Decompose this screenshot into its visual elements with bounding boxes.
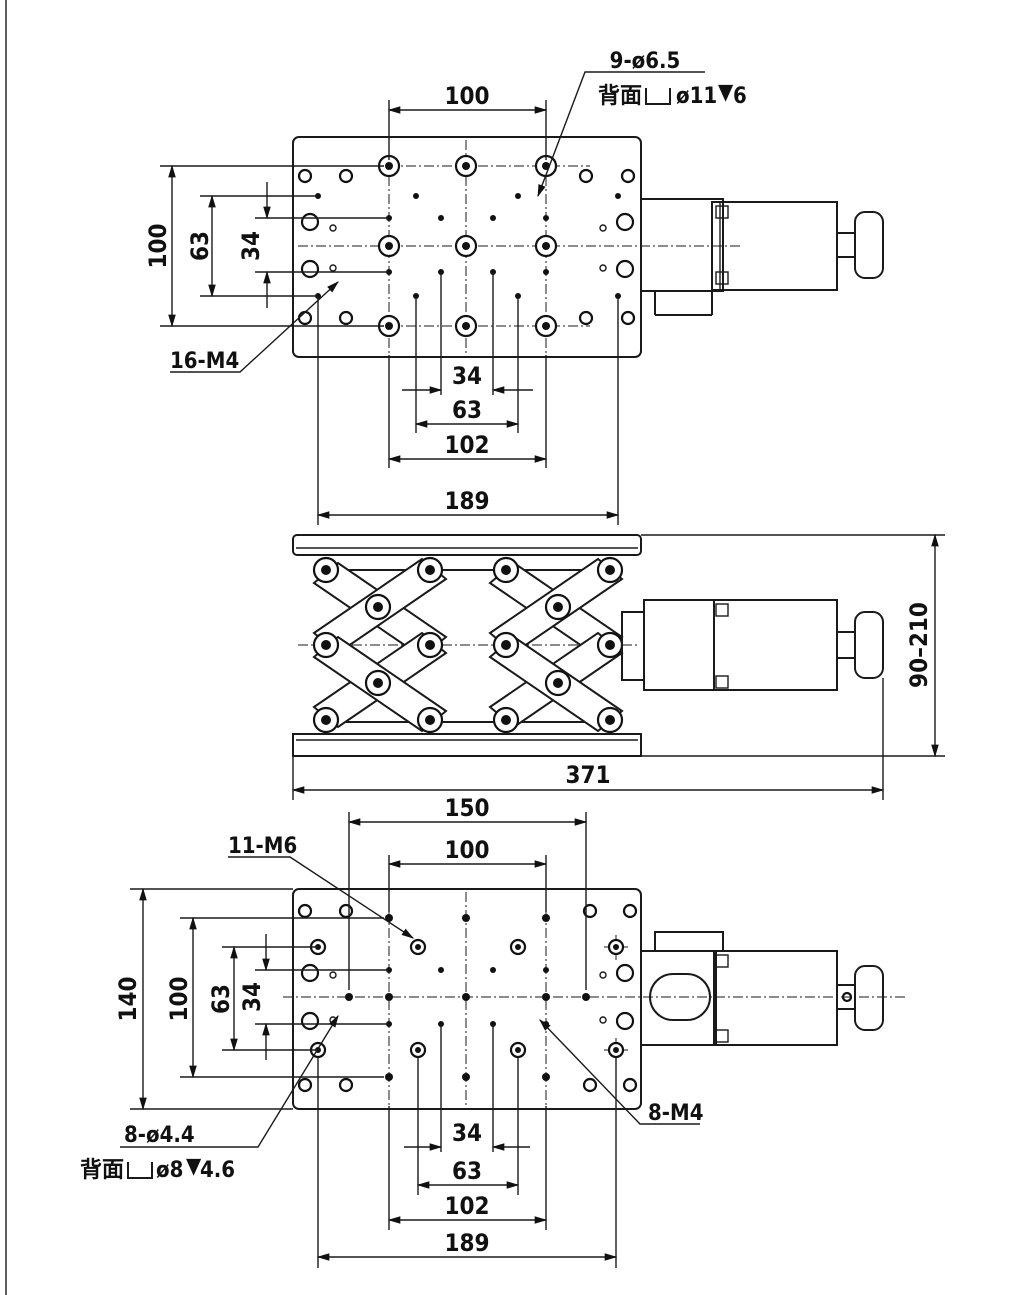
dim-bottom-bottom-63: 63 [452, 1157, 482, 1185]
dim-side-height-range: 90–210 [905, 602, 933, 688]
depth-symbol: ▼ [718, 80, 734, 105]
bottom-hole-note-dia: ø8 [156, 1158, 183, 1183]
bottom-hole-note-prefix: 背面 [80, 1158, 124, 1183]
dim-bottom-width-100: 100 [444, 836, 489, 864]
top-knob-hub [836, 232, 856, 258]
top-thread-note: 16-M4 [170, 349, 239, 374]
top-hole-note-depth: 6 [733, 84, 747, 109]
dim-bottom-height-34: 34 [238, 982, 266, 1012]
top-hole-note-prefix: 背面 [598, 84, 642, 109]
dim-bottom-overall-189: 189 [444, 1229, 489, 1257]
bottom-hole-note-line1: 8-ø4.4 [124, 1123, 195, 1148]
depth-symbol: ▼ [186, 1154, 202, 1179]
bottom-hole-note-depth: 4.6 [200, 1158, 235, 1183]
dim-side-overall-371: 371 [565, 761, 610, 789]
dim-bottom-width-150: 150 [444, 794, 489, 822]
side-knob [854, 611, 884, 679]
side-top-plate [292, 534, 642, 556]
dim-bottom-height-100: 100 [165, 976, 193, 1021]
dim-top-height-100: 100 [144, 223, 172, 268]
top-view: 100 100 63 34 34 63 102 189 [144, 49, 884, 525]
dim-top-height-34: 34 [237, 231, 265, 261]
side-view: 90–210 371 [291, 533, 945, 800]
dim-top-height-63: 63 [186, 231, 214, 261]
dim-bottom-bottom-102: 102 [444, 1192, 489, 1220]
top-actuator-body [640, 198, 724, 292]
dim-top-width: 100 [444, 82, 489, 110]
side-base-plate [292, 733, 642, 757]
bottom-actuator-body [640, 950, 717, 1046]
dim-bottom-height-140: 140 [114, 976, 142, 1021]
bottom-view: 150 100 140 100 63 34 34 63 [80, 794, 905, 1268]
dim-top-bottom-63: 63 [452, 396, 482, 424]
bottom-knob [854, 965, 884, 1031]
top-hole-note-line1: 9-ø6.5 [610, 49, 681, 74]
dim-bottom-height-63: 63 [207, 984, 235, 1014]
counterbore-symbol [645, 88, 671, 105]
bottom-thread-note-m4: 8-M4 [648, 1101, 703, 1126]
bottom-m6-threaded-holes [345, 914, 590, 1081]
side-motor-body [713, 599, 838, 691]
side-actuator-flange [621, 611, 645, 681]
side-actuator-body [643, 599, 715, 691]
dim-top-overall-189: 189 [444, 487, 489, 515]
top-hole-note-dia: ø11 [676, 84, 717, 109]
dim-bottom-bottom-34: 34 [452, 1119, 482, 1147]
bottom-thread-note-m6: 11-M6 [228, 834, 297, 859]
bottom-motor-body [713, 950, 838, 1046]
dim-top-bottom-34: 34 [452, 362, 482, 390]
top-knob [854, 211, 884, 279]
counterbore-symbol [127, 1162, 153, 1179]
dim-top-bottom-102: 102 [444, 431, 489, 459]
side-knob-hub [836, 631, 856, 659]
scissor-mechanism [298, 556, 640, 734]
